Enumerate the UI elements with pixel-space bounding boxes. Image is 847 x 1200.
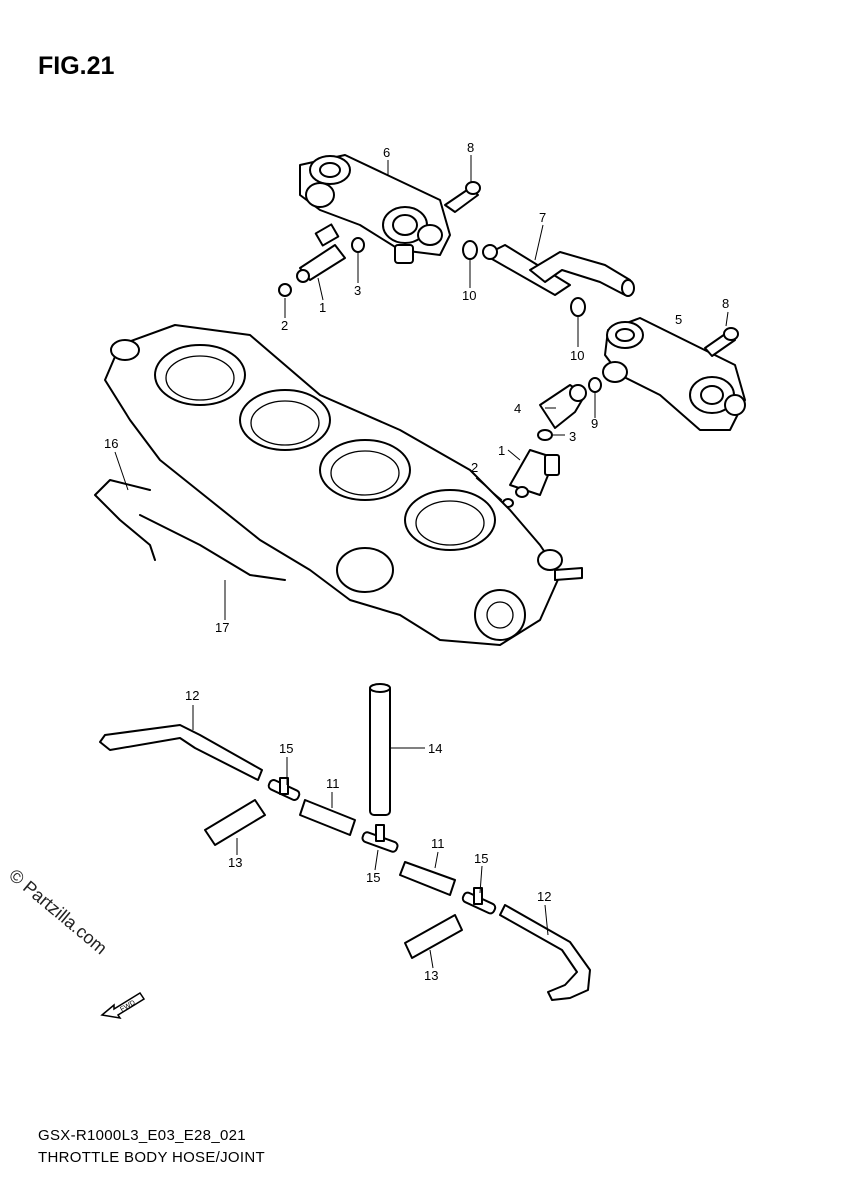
part-4-fuel-joint[interactable]	[539, 384, 587, 429]
callout-1: 1	[319, 300, 326, 315]
part-8-screw-lower[interactable]	[704, 327, 739, 357]
callout-15: 15	[279, 741, 293, 756]
part-10-o-ring-left[interactable]	[462, 240, 478, 260]
part-12-hose-left[interactable]	[99, 724, 263, 781]
part-11-hose-right[interactable]	[399, 861, 456, 896]
leader-lines	[114, 155, 729, 969]
part-14-vertical-hose[interactable]	[369, 683, 391, 816]
fwd-label: FWD	[119, 999, 136, 1013]
part-11-hose-left[interactable]	[299, 799, 356, 836]
throttle-body-assembly	[104, 324, 583, 646]
callout-12: 12	[537, 889, 551, 904]
callout-5: 5	[675, 312, 682, 327]
callout-6: 6	[383, 145, 390, 160]
callout-2: 2	[471, 460, 478, 475]
callout-16: 16	[104, 436, 118, 451]
part-3-o-ring-upper[interactable]	[351, 237, 365, 253]
callout-2: 2	[281, 318, 288, 333]
part-16-hose[interactable]	[94, 479, 156, 561]
part-8-screw-upper[interactable]	[444, 181, 481, 213]
part-15-t-joint-center[interactable]	[361, 824, 399, 853]
callout-1: 1	[498, 443, 505, 458]
callout-15: 15	[474, 851, 488, 866]
part-1-fuel-injector-lower[interactable]	[509, 449, 560, 498]
forward-arrow-icon: FWD	[100, 991, 146, 1020]
callout-15: 15	[366, 870, 380, 885]
callout-8: 8	[722, 296, 729, 311]
callout-3: 3	[354, 283, 361, 298]
part-12-hose-right[interactable]	[499, 904, 591, 1001]
callout-12: 12	[185, 688, 199, 703]
callout-8: 8	[467, 140, 474, 155]
part-1-fuel-injector-upper[interactable]	[296, 223, 346, 283]
callout-9: 9	[591, 416, 598, 431]
callout-labels: 6 8 7 1 3 2 10 10 5 8 4 9 3 1 2 16 17 12…	[104, 140, 729, 983]
part-3-o-ring-lower[interactable]	[537, 429, 553, 441]
callout-11: 11	[431, 836, 445, 851]
callout-10: 10	[462, 288, 476, 303]
callout-14: 14	[428, 741, 442, 756]
callout-11: 11	[326, 776, 340, 791]
part-9-o-ring[interactable]	[588, 377, 602, 393]
part-6-fuel-delivery-pipe[interactable]	[299, 154, 451, 264]
part-13-hose-left[interactable]	[204, 799, 266, 846]
part-7-fuel-feed-hose[interactable]	[482, 244, 635, 297]
part-2-cushion-upper[interactable]	[278, 283, 292, 297]
callout-10: 10	[570, 348, 584, 363]
callout-3: 3	[569, 429, 576, 444]
callout-13: 13	[424, 968, 438, 983]
part-15-t-joint-right[interactable]	[461, 887, 497, 915]
callout-4: 4	[514, 401, 521, 416]
figure-code: GSX-R1000L3_E03_E28_021	[38, 1127, 246, 1144]
figure-title: FIG.21	[38, 52, 115, 80]
part-5-fuel-delivery-pipe[interactable]	[602, 317, 746, 431]
callout-13: 13	[228, 855, 242, 870]
part-17-hose[interactable]	[139, 514, 286, 581]
callout-17: 17	[215, 620, 229, 635]
part-10-o-ring-right[interactable]	[570, 297, 586, 317]
figure-caption: THROTTLE BODY HOSE/JOINT	[38, 1149, 265, 1166]
callout-7: 7	[539, 210, 546, 225]
part-15-t-joint-left[interactable]	[267, 777, 301, 801]
part-13-hose-right[interactable]	[404, 914, 463, 959]
